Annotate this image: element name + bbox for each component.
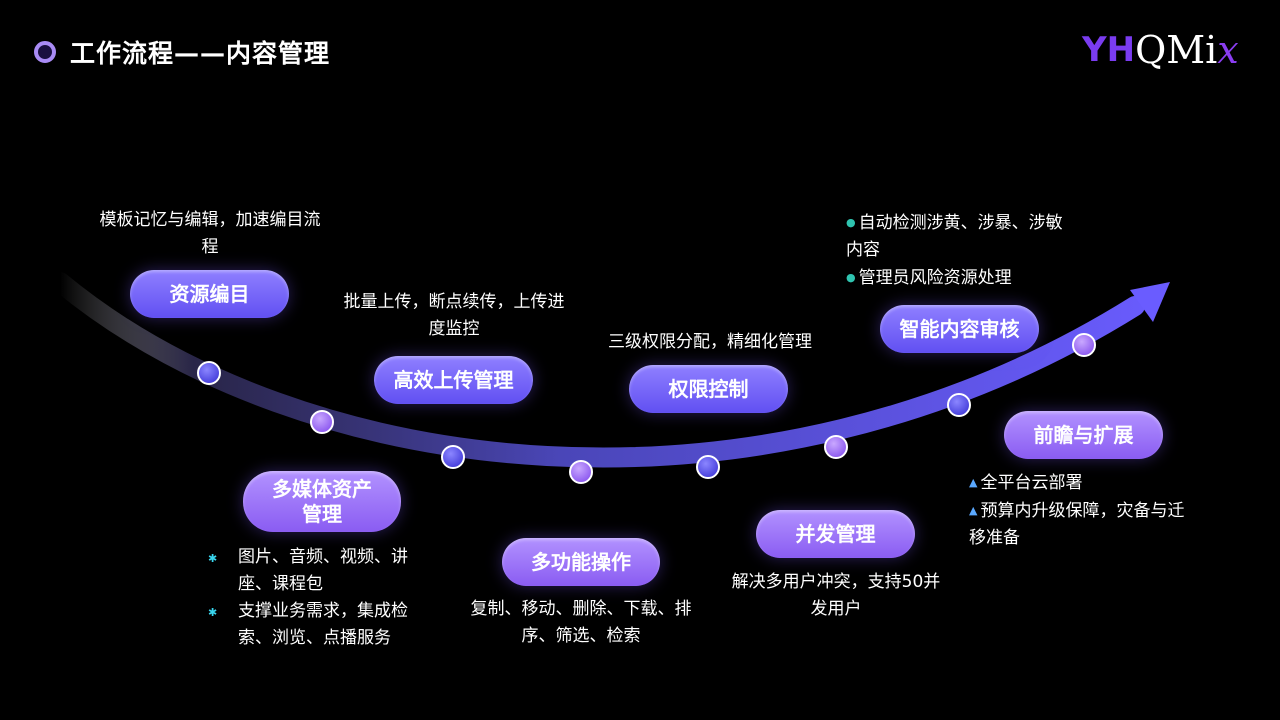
stage-label: 权限控制: [629, 365, 788, 413]
stage-description: 批量上传，断点续传，上传进度监控: [343, 292, 565, 339]
curve-path: [50, 272, 1145, 468]
person-icon: ▲: [969, 504, 978, 517]
stage-bullets: ▲全平台云部署 ▲预算内升级保障，灾备与迁移准备: [969, 469, 1197, 552]
snowflake-icon: ✱: [208, 552, 218, 565]
stage-bullets: ●自动检测涉黄、涉暴、涉敏内容 ●管理员风险资源处理: [846, 209, 1071, 292]
stage-nodes: [197, 333, 1096, 484]
stage-node: [441, 445, 465, 469]
person-icon: ●: [846, 216, 856, 229]
snowflake-icon: ✱: [208, 606, 218, 619]
stage-description: 三级权限分配，精细化管理: [608, 332, 812, 352]
person-icon: ▲: [969, 476, 978, 489]
stage-node: [310, 410, 334, 434]
list-item: ●管理员风险资源处理: [846, 264, 1071, 292]
logo-text: QMi: [1135, 28, 1218, 72]
list-item: ▲全平台云部署: [969, 469, 1197, 497]
stage-label-line: 管理: [302, 501, 342, 526]
stage-label: 多功能操作: [502, 538, 660, 586]
stage-node: [1072, 333, 1096, 357]
stage-description: 模板记忆与编辑，加速编目流程: [99, 210, 321, 257]
stage-label: 并发管理: [756, 510, 915, 558]
logo-x: x: [1217, 28, 1239, 72]
stage-node: [569, 460, 593, 484]
stage-label: 前瞻与扩展: [1004, 411, 1163, 459]
stage-label: 资源编目: [130, 270, 289, 318]
bullet-text: 全平台云部署: [980, 473, 1083, 493]
stage-node: [947, 393, 971, 417]
page-title: 工作流程——内容管理: [70, 39, 331, 68]
list-item: ✱ 支撑业务需求，集成检索、浏览、点播服务: [208, 598, 438, 652]
stage-label: 智能内容审核: [880, 305, 1039, 353]
person-icon: ●: [846, 271, 856, 284]
bullet-text: 自动检测涉黄、涉暴、涉敏内容: [846, 213, 1063, 260]
bullet-text: 图片、音频、视频、讲座、课程包: [238, 547, 408, 594]
stage-description: 复制、移动、删除、下载、排序、筛选、检索: [470, 599, 692, 646]
stage-node: [696, 455, 720, 479]
arrow-head-icon: [1130, 282, 1170, 322]
header: 工作流程——内容管理: [34, 34, 330, 70]
logo-mark: YH: [1082, 30, 1136, 70]
stage-bullets: ✱ 图片、音频、视频、讲座、课程包 ✱ 支撑业务需求，集成检索、浏览、点播服务: [208, 544, 438, 652]
bullet-text: 支撑业务需求，集成检索、浏览、点播服务: [238, 601, 408, 648]
logo: YH QMi x: [1082, 28, 1239, 72]
stage-label-line: 多媒体资产: [272, 476, 372, 501]
stage-label: 多媒体资产 管理: [243, 471, 401, 532]
stage-node: [824, 435, 848, 459]
title-bullet-icon: [34, 41, 56, 63]
stage-description: 解决多用户冲突，支持50并发用户: [731, 572, 941, 619]
stage-label: 高效上传管理: [374, 356, 533, 404]
bullet-text: 预算内升级保障，灾备与迁移准备: [969, 501, 1185, 548]
list-item: ✱ 图片、音频、视频、讲座、课程包: [208, 544, 438, 598]
bullet-text: 管理员风险资源处理: [858, 268, 1012, 288]
list-item: ▲预算内升级保障，灾备与迁移准备: [969, 497, 1197, 552]
stage-node: [197, 361, 221, 385]
list-item: ●自动检测涉黄、涉暴、涉敏内容: [846, 209, 1071, 264]
